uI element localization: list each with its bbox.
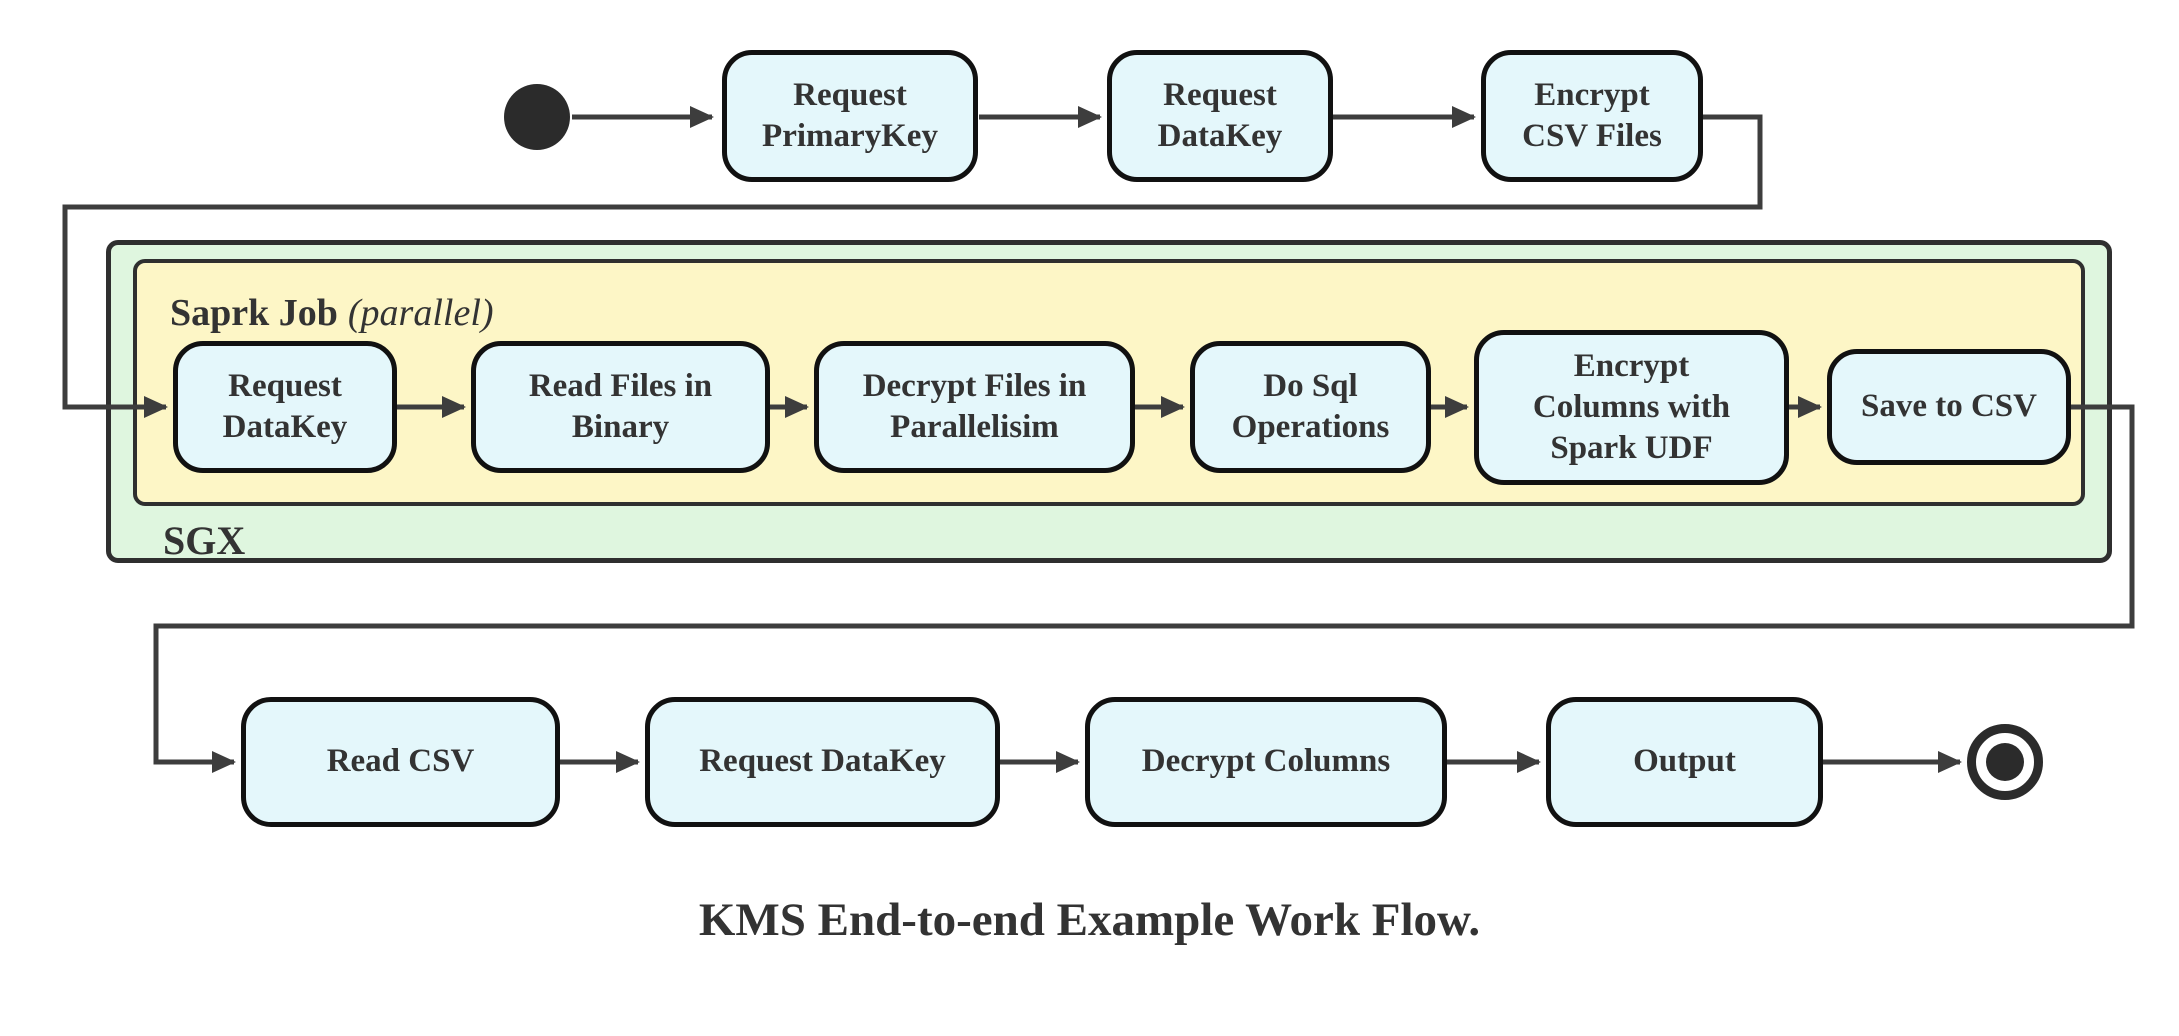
connector-encrypt-csv-to-spark-request-datakey: [62, 114, 1763, 418]
node-request-datakey-top: Request DataKey: [1107, 50, 1333, 182]
node-do-sql-operations: Do Sql Operations: [1190, 341, 1431, 473]
node-label: Request DataKey: [1157, 76, 1283, 154]
node-label: Request DataKey: [699, 743, 946, 780]
node-label: Decrypt Files in Parallelisim: [862, 367, 1087, 445]
end-state-dot-icon: [1986, 743, 2024, 781]
node-label: Read CSV: [326, 743, 475, 780]
start-state-icon: [504, 84, 570, 150]
node-read-files-in-binary: Read Files in Binary: [471, 341, 770, 473]
node-save-to-csv: Save to CSV: [1827, 349, 2071, 465]
node-label: Do Sql Operations: [1231, 367, 1390, 445]
node-label: Decrypt Columns: [1141, 743, 1391, 780]
diagram-caption: KMS End-to-end Example Work Flow.: [698, 894, 1481, 946]
node-label: Request DataKey: [222, 367, 348, 445]
node-spark-request-datakey: Request DataKey: [173, 341, 397, 473]
node-label: Output: [1633, 743, 1736, 780]
node-request-datakey-bottom: Request DataKey: [645, 697, 1000, 827]
node-read-csv: Read CSV: [241, 697, 560, 827]
node-encrypt-csv-files: Encrypt CSV Files: [1481, 50, 1703, 182]
node-decrypt-files-in-parallelisim: Decrypt Files in Parallelisim: [814, 341, 1135, 473]
spark-job-container-label: Saprk Job(parallel): [170, 291, 494, 335]
node-label: Save to CSV: [1860, 388, 2037, 425]
spark-job-title: Saprk Job: [170, 292, 338, 334]
node-output: Output: [1546, 697, 1823, 827]
node-label: Read Files in Binary: [528, 367, 713, 445]
spark-job-qualifier: (parallel): [347, 292, 494, 334]
node-label: Encrypt Columns with Spark UDF: [1532, 347, 1731, 467]
node-decrypt-columns: Decrypt Columns: [1085, 697, 1447, 827]
sgx-container-label: SGX: [163, 518, 246, 563]
node-encrypt-columns-with-spark-udf: Encrypt Columns with Spark UDF: [1474, 330, 1789, 485]
node-request-primarykey: Request PrimaryKey: [722, 50, 978, 182]
node-label: Request PrimaryKey: [762, 76, 938, 154]
end-state-icon: [1967, 724, 2043, 800]
connector-save-csv-to-read-csv: [153, 404, 2135, 773]
node-label: Encrypt CSV Files: [1522, 76, 1662, 154]
